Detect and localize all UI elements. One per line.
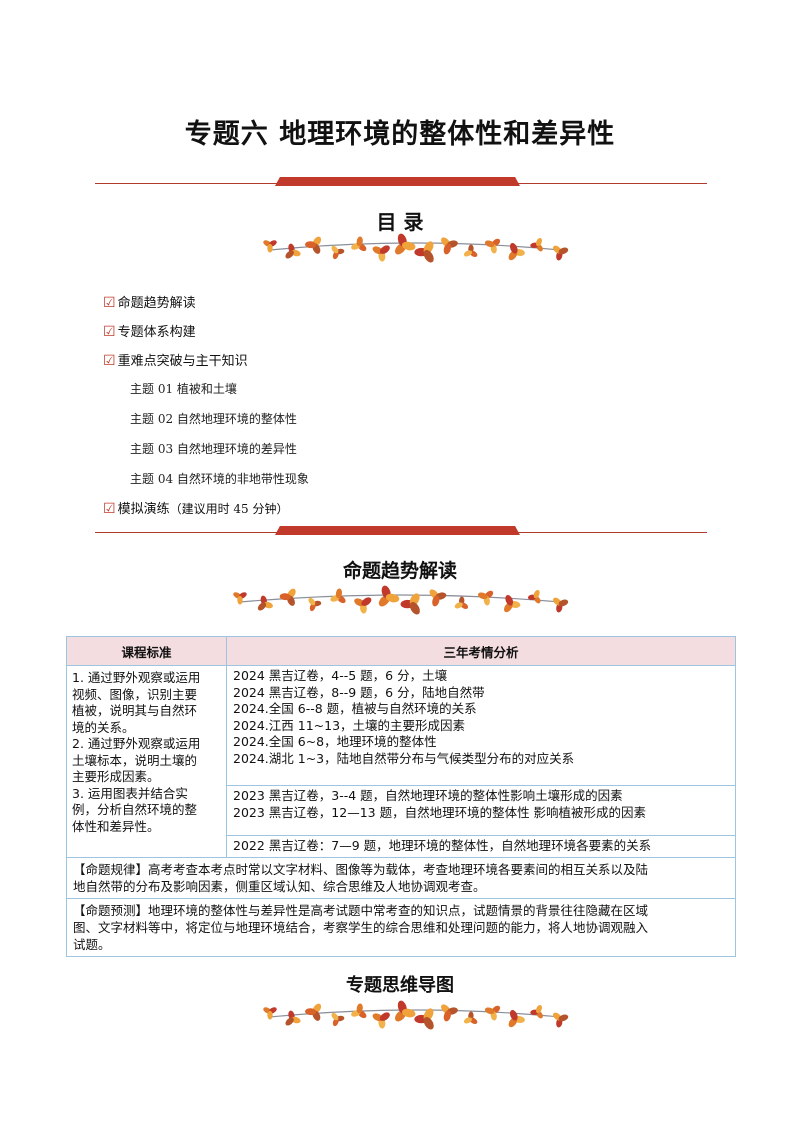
leaf-icon xyxy=(484,238,501,254)
toc-subitem[interactable]: 主题 04 自然环境的非地带性现象 xyxy=(130,472,309,486)
leaf-icon xyxy=(441,237,458,255)
leaf-icon xyxy=(530,238,543,252)
toc-subitem[interactable]: 主题 02 自然地理环境的整体性 xyxy=(130,412,297,426)
analysis-2024-cell: 2024 黑吉辽卷，4--5 题，6 分，土壤 2024 黑吉辽卷，8--9 题… xyxy=(227,666,735,786)
leaf-icon xyxy=(305,236,322,254)
section-heading-mindmap: 专题思维导图 xyxy=(346,975,454,996)
leaf-icon xyxy=(331,1012,345,1027)
header-course-standard: 课程标准 xyxy=(67,637,227,665)
leaf-icon xyxy=(400,593,420,615)
checkbox-icon: ☑ xyxy=(103,501,116,517)
leaf-icon xyxy=(257,595,273,611)
leaf-icon xyxy=(504,594,521,613)
leaf-icon xyxy=(285,243,301,259)
leaf-icon xyxy=(527,590,541,604)
leaf-icon xyxy=(263,240,277,253)
table-header: 课程标准 三年考情分析 xyxy=(67,637,735,666)
toc-item-system[interactable]: ☑专题体系构建 xyxy=(103,324,196,340)
decorative-rule xyxy=(95,177,707,191)
toc-item-trend[interactable]: ☑命题趋势解读 xyxy=(103,295,196,311)
section-heading-trend: 命题趋势解读 xyxy=(342,560,457,582)
leaf-icon xyxy=(395,233,416,255)
decorative-rule xyxy=(95,526,707,540)
leaf-garland-icon xyxy=(263,1000,569,1030)
leaf-icon xyxy=(354,597,372,614)
leaf-icon xyxy=(414,1008,434,1030)
leaf-icon xyxy=(279,588,296,606)
leaf-icon xyxy=(331,245,345,260)
leaf-icon xyxy=(351,1003,367,1019)
analysis-2023-cell: 2023 黑吉辽卷，3--4 题，自然地理环境的整体性影响土壤形成的因素 202… xyxy=(227,786,735,836)
leaf-icon xyxy=(530,1005,543,1019)
toc-heading: 目 录 xyxy=(376,210,424,234)
leaf-icon xyxy=(508,1009,525,1028)
checkbox-icon: ☑ xyxy=(103,353,116,369)
leaf-icon xyxy=(477,590,494,606)
toc-item-key-points[interactable]: ☑重难点突破与主干知识 xyxy=(103,353,248,369)
leaf-icon xyxy=(463,1011,478,1024)
leaf-icon xyxy=(263,1007,277,1020)
leaf-icon xyxy=(553,245,569,261)
exam-rule-cell: 【命题规律】高考考查本考点时常以文字材料、图像等为载体，考查地理环境各要素间的相… xyxy=(67,857,735,898)
leaf-garland-icon xyxy=(233,585,569,615)
leaf-icon xyxy=(395,1000,416,1022)
leaf-icon xyxy=(308,597,322,612)
leaf-icon xyxy=(233,592,247,605)
leaf-icon xyxy=(285,1010,301,1026)
toc-item-practice[interactable]: ☑模拟演练（建议用时 45 分钟） xyxy=(103,501,289,517)
checkbox-icon: ☑ xyxy=(103,295,116,311)
toc-subitem[interactable]: 主题 01 植被和土壤 xyxy=(130,382,237,396)
leaf-icon xyxy=(429,589,447,607)
leaf-icon xyxy=(463,244,478,257)
leaf-icon xyxy=(305,1003,322,1021)
analysis-2022-cell: 2022 黑吉辽卷：7—9 题，地理环境的整体性，自然地理环境各要素的关系 xyxy=(233,838,652,853)
exam-forecast-cell: 【命题预测】地理环境的整体性与差异性是高考试题中常考查的知识点，试题情景的背景往… xyxy=(67,898,735,956)
leaf-icon xyxy=(378,585,400,607)
leaf-icon xyxy=(508,242,525,261)
leaf-icon xyxy=(454,596,469,609)
exam-analysis-table: 课程标准 三年考情分析 1. 通过野外观察或运用 视频、图像，识别主要 植被，说… xyxy=(66,636,736,957)
leaf-icon xyxy=(351,236,367,252)
page-title: 专题六 地理环境的整体性和差异性 xyxy=(184,119,616,150)
course-standards-cell: 1. 通过野外观察或运用 视频、图像，识别主要 植被，说明其与自然环 境的关系。… xyxy=(67,666,227,857)
leaf-icon xyxy=(553,1012,569,1028)
checkbox-icon: ☑ xyxy=(103,324,116,340)
leaf-icon xyxy=(330,588,346,604)
leaf-icon xyxy=(414,241,434,263)
leaf-garland-icon xyxy=(263,233,569,263)
toc-subitem[interactable]: 主题 03 自然地理环境的差异性 xyxy=(130,442,297,456)
header-exam-analysis: 三年考情分析 xyxy=(443,644,519,660)
leaf-icon xyxy=(441,1004,458,1022)
leaf-icon xyxy=(484,1005,501,1021)
leaf-icon xyxy=(372,245,390,262)
leaf-icon xyxy=(372,1012,390,1029)
leaf-icon xyxy=(553,597,569,613)
